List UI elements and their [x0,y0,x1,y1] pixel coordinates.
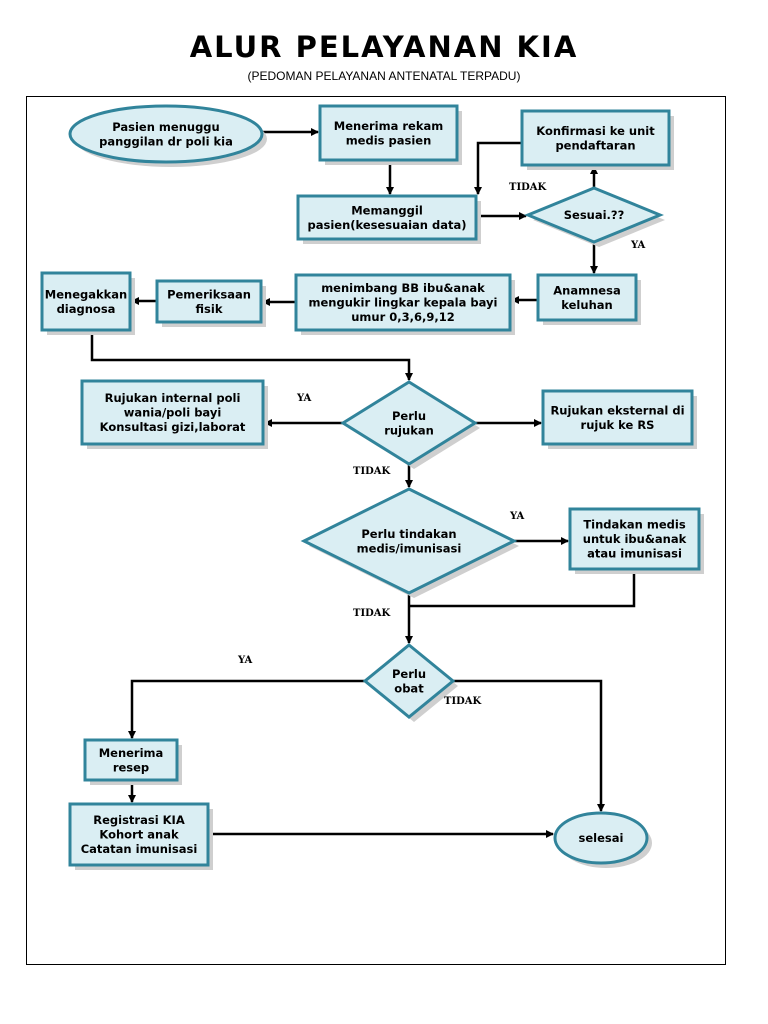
edge-labels-layer: TIDAK YA YA TIDAK YA TIDAK YA TIDAK [237,182,645,707]
node-text: diagnosa [57,302,116,316]
node-text: menimbang BB ibu&anak [321,281,485,295]
decision-diamond [300,487,518,595]
decision-diamond [362,643,456,719]
edge-medical-return [409,569,636,608]
process-box [541,389,694,446]
node-text: Rujukan internal poli [105,391,241,405]
process-box [568,507,701,571]
page-title: ALUR PELAYANAN KIA [189,30,579,64]
node-text: fisik [196,302,223,316]
node-text: wania/poli bayi [124,406,222,420]
page-subtitle: (PEDOMAN PELAYANAN ANTENATAL TERPADU) [247,69,521,83]
node-text: keluhan [561,298,612,312]
node-text: selesai [579,831,624,845]
process-box [318,104,459,162]
terminal-ellipse [68,104,264,164]
process-box [83,738,179,782]
edge-label-match-no: TIDAK [509,182,547,193]
node-text: Sesuai.?? [564,208,625,222]
edge-label-drug-no: TIDAK [444,696,482,707]
edge-confirm-to-call [474,141,522,195]
decision-diamond [524,186,664,244]
node-text: medis/imunisasi [357,541,462,555]
edges-layer [90,128,636,838]
edge-diagnose-to-referral [90,330,413,381]
node-text: resep [113,760,149,774]
node-text: Kohort anak [99,828,179,842]
node-text: Menerima [99,746,164,760]
node-text: Perlu [392,667,426,681]
node-text: untuk ibu&anak [583,532,687,546]
decision-diamond [340,380,478,466]
process-box [536,273,638,322]
process-box [68,802,210,867]
node-text: Menerima rekam [334,119,443,133]
edge-label-referral-yes: YA [296,393,311,404]
node-text: mengukir lingkar kepala bayi [309,296,498,310]
edge-drug-to-finish [453,679,605,812]
node-text: Memanggil [351,203,423,217]
node-text: pendaftaran [555,138,635,152]
node-text: Catatan imunisasi [81,842,198,856]
node-text: Pemeriksaan [167,287,251,301]
process-box [296,194,478,241]
edge-label-action-yes: YA [509,511,524,522]
node-text: medis pasien [346,133,432,147]
node-text: umur 0,3,6,9,12 [351,310,455,324]
node-text: Pasien menuggu [112,120,219,134]
node-text: rujuk ke RS [581,418,655,432]
node-text: Perlu [392,409,426,423]
terminal-ellipse [553,811,649,865]
node-text: panggilan dr poli kia [99,134,233,148]
node-text: Anamnesa [553,283,620,297]
node-text: pasien(kesesuaian data) [308,218,467,232]
node-text: Tindakan medis [583,518,686,532]
process-box [80,379,265,446]
node-text: rujukan [384,423,434,437]
diagram-frame [26,96,726,965]
node-finish: selesai [553,811,652,868]
node-text: atau imunisasi [587,547,682,561]
node-text: Registrasi KIA [93,813,185,827]
process-box [520,109,671,167]
edge-label-action-no: TIDAK [353,608,391,619]
node-text: Menegakkan [45,287,127,301]
process-box [155,279,263,324]
process-box [40,271,132,332]
edge-label-referral-no: TIDAK [353,466,391,477]
process-box [294,273,512,332]
node-text: Rujukan eksternal di [550,403,684,417]
edge-drug-to-prescription [128,679,365,739]
edge-label-drug-yes: YA [237,655,252,666]
edge-label-match-yes: YA [630,240,645,251]
node-text: Konsultasi gizi,laborat [100,420,246,434]
node-match-check: Sesuai.?? [524,186,665,247]
node-text: obat [394,681,424,695]
node-text: Perlu tindakan [361,527,456,541]
node-text: Konfirmasi ke unit [536,124,655,138]
